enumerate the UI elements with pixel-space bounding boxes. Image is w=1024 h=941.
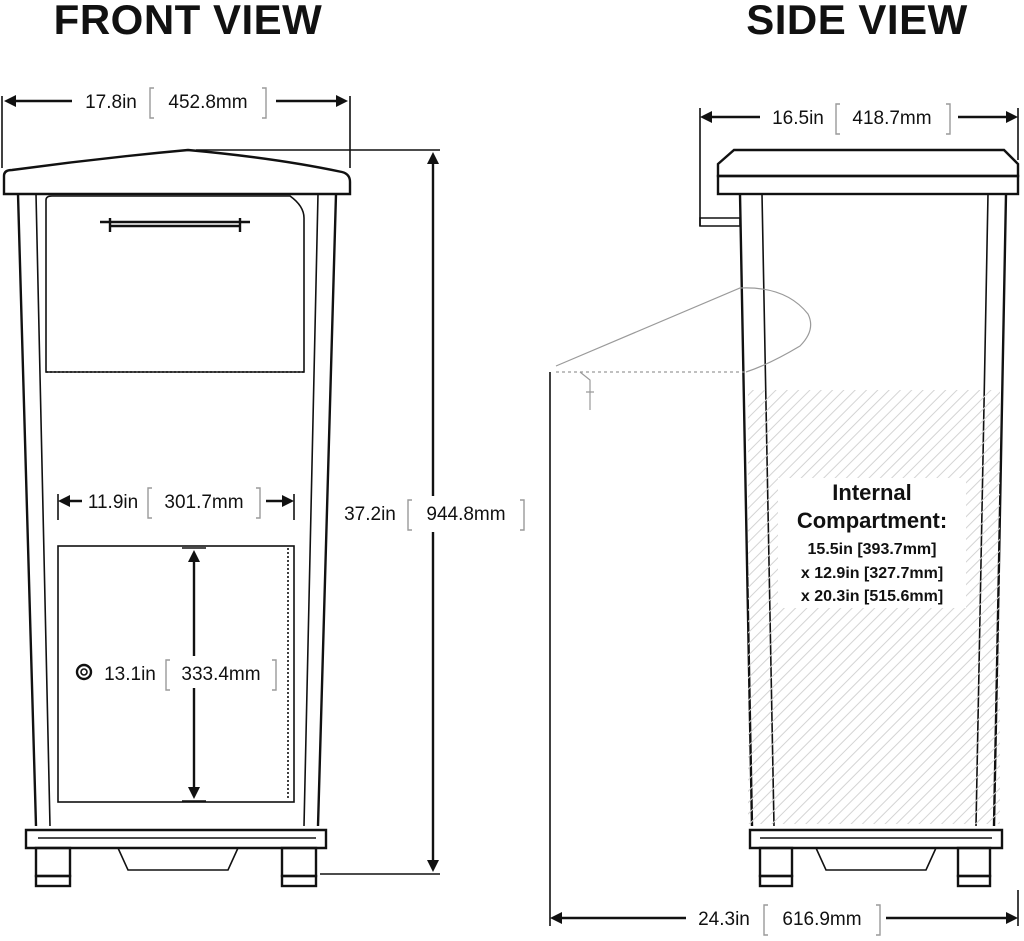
front-height-mm-label: 944.8mm — [426, 504, 505, 525]
compartment-title-line2: Compartment: — [797, 508, 947, 533]
front-view-lectern — [2, 148, 352, 888]
door-width-in-label: 11.9in — [88, 492, 138, 513]
door-width-mm-label: 301.7mm — [164, 492, 243, 513]
front-width-in-label: 17.8in — [85, 92, 137, 113]
side-total-depth-in-label: 24.3in — [698, 909, 750, 930]
door-width-dimension: 11.9in 301.7mm — [57, 487, 295, 520]
front-height-dimension: 37.2in 944.8mm — [196, 149, 525, 875]
side-top-depth-in-label: 16.5in — [772, 108, 824, 129]
front-width-dimension: 17.8in 452.8mm — [1, 87, 351, 168]
front-height-in-label: 37.2in — [344, 504, 396, 525]
side-total-depth-mm-label: 616.9mm — [782, 909, 861, 930]
front-view-title: FRONT VIEW — [54, 0, 323, 43]
door-height-mm-label: 333.4mm — [181, 664, 260, 685]
compartment-dimension-3: x 20.3in [515.6mm] — [801, 588, 943, 605]
side-total-depth-dimension: 24.3in 616.9mm — [549, 372, 1019, 936]
door-height-in-label: 13.1in — [104, 664, 156, 685]
compartment-dimension-2: x 12.9in [327.7mm] — [801, 565, 943, 582]
door-height-dimension: 13.1in 333.4mm — [104, 547, 277, 802]
side-top-depth-dimension: 16.5in 418.7mm — [699, 103, 1019, 226]
side-top-depth-mm-label: 418.7mm — [852, 108, 931, 129]
compartment-title-line1: Internal — [832, 480, 911, 505]
front-width-mm-label: 452.8mm — [168, 92, 247, 113]
compartment-dimension-1: 15.5in [393.7mm] — [808, 541, 937, 558]
side-view-title: SIDE VIEW — [746, 0, 968, 43]
internal-compartment-label: Internal Compartment: 15.5in [393.7mm] x… — [778, 478, 966, 608]
